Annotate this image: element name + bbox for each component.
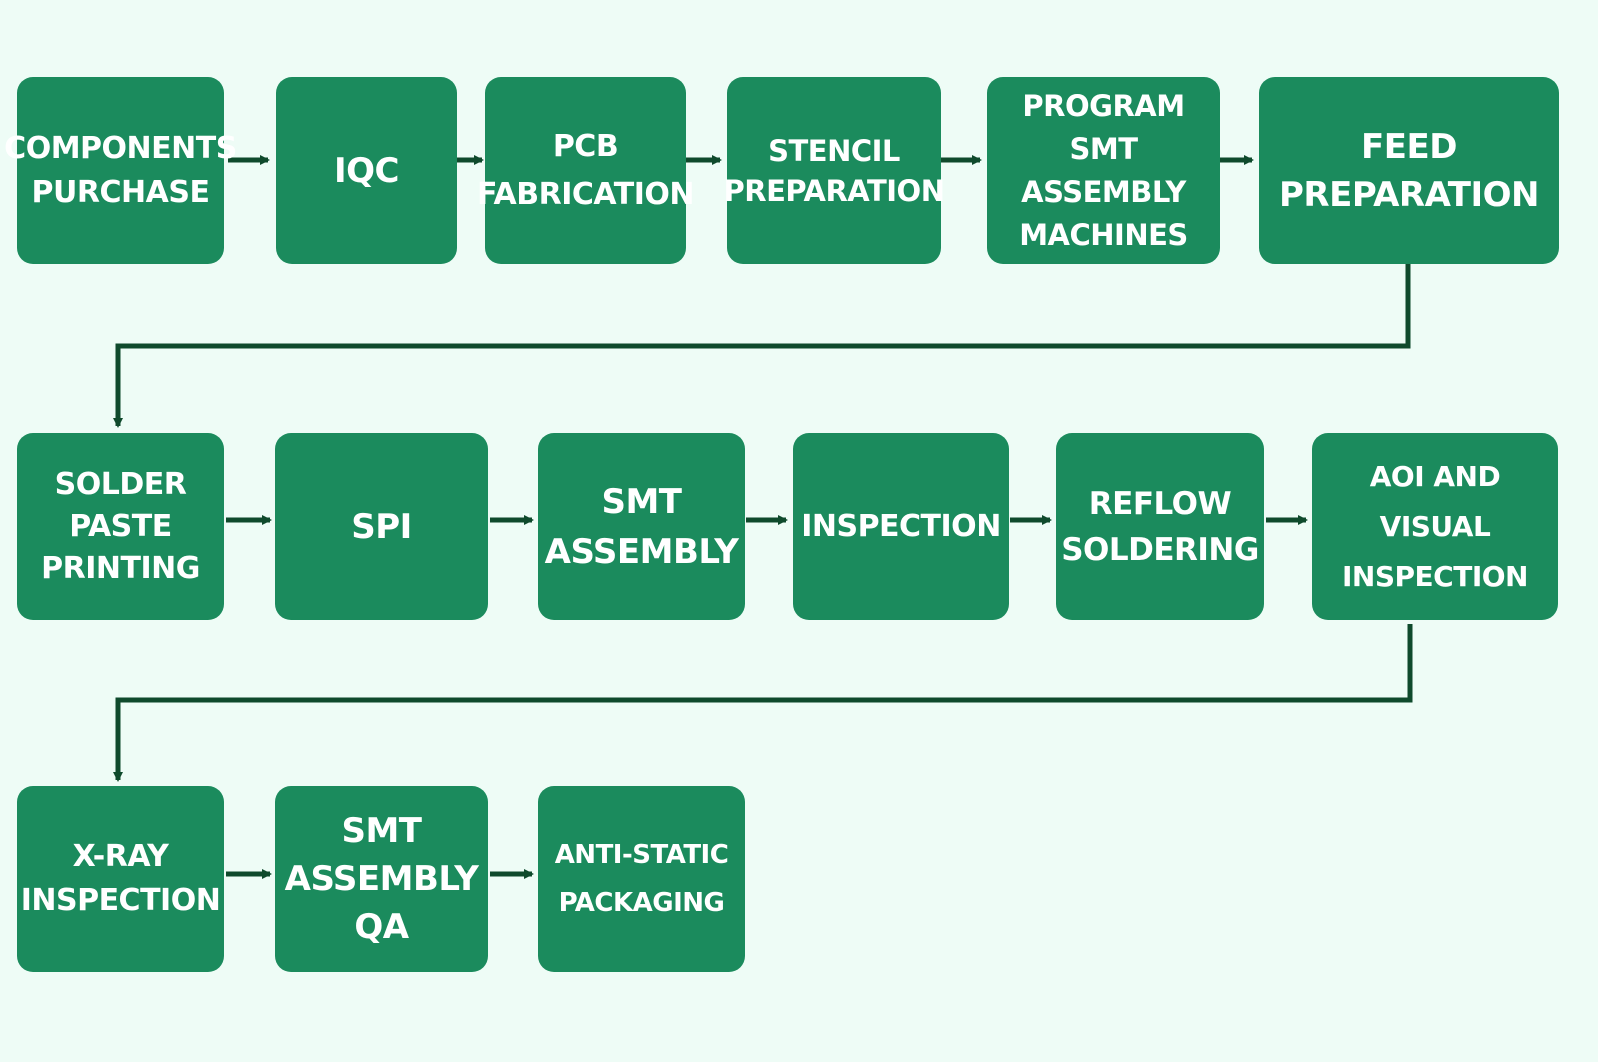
step-smt-assembly-qa: SMT ASSEMBLY QA	[275, 786, 488, 972]
step-label: SPI	[351, 506, 412, 547]
step-label: ANTI-STATIC PACKAGING	[554, 840, 729, 918]
step-label: REFLOW SOLDERING	[1061, 485, 1259, 568]
step-inspection: INSPECTION	[793, 433, 1009, 620]
step-label: IQC	[333, 150, 400, 191]
step-label: PCB FABRICATION	[476, 128, 695, 212]
step-label: X-RAY INSPECTION	[20, 839, 221, 918]
step-label: COMPONENTS PURCHASE	[4, 130, 237, 210]
step-pcb-fabrication: PCB FABRICATION	[477, 77, 695, 264]
step-spi: SPI	[275, 433, 488, 620]
step-iqc: IQC	[276, 77, 457, 264]
step-label: STENCIL PREPARATION	[723, 133, 945, 208]
step-aoi-and-visual-inspection: AOI AND VISUAL INSPECTION	[1312, 433, 1558, 620]
step-smt-assembly: SMT ASSEMBLY	[538, 433, 745, 620]
step-reflow-soldering: REFLOW SOLDERING	[1056, 433, 1264, 620]
step-label: SMT ASSEMBLY QA	[284, 811, 479, 947]
step-label: AOI AND VISUAL INSPECTION	[1342, 459, 1528, 593]
connector-feed-to-solder	[113, 264, 1411, 428]
step-x-ray-inspection: X-RAY INSPECTION	[17, 786, 224, 972]
step-label: SOLDER PASTE PRINTING	[41, 466, 200, 586]
step-label: INSPECTION	[801, 508, 1001, 544]
step-components-purchase: COMPONENTS PURCHASE	[4, 77, 237, 264]
step-label: PROGRAM SMT ASSEMBLY MACHINES	[1019, 88, 1188, 252]
step-anti-static-packaging: ANTI-STATIC PACKAGING	[538, 786, 745, 972]
step-solder-paste-printing: SOLDER PASTE PRINTING	[17, 433, 224, 620]
step-stencil-preparation: STENCIL PREPARATION	[724, 77, 945, 264]
step-feed-preparation: FEED PREPARATION	[1259, 77, 1559, 264]
step-program-smt-assembly-machines: PROGRAM SMT ASSEMBLY MACHINES	[987, 77, 1220, 264]
step-label: FEED PREPARATION	[1279, 126, 1540, 215]
connector-aoi-to-xray	[113, 624, 1413, 782]
step-label: SMT ASSEMBLY	[544, 481, 739, 572]
